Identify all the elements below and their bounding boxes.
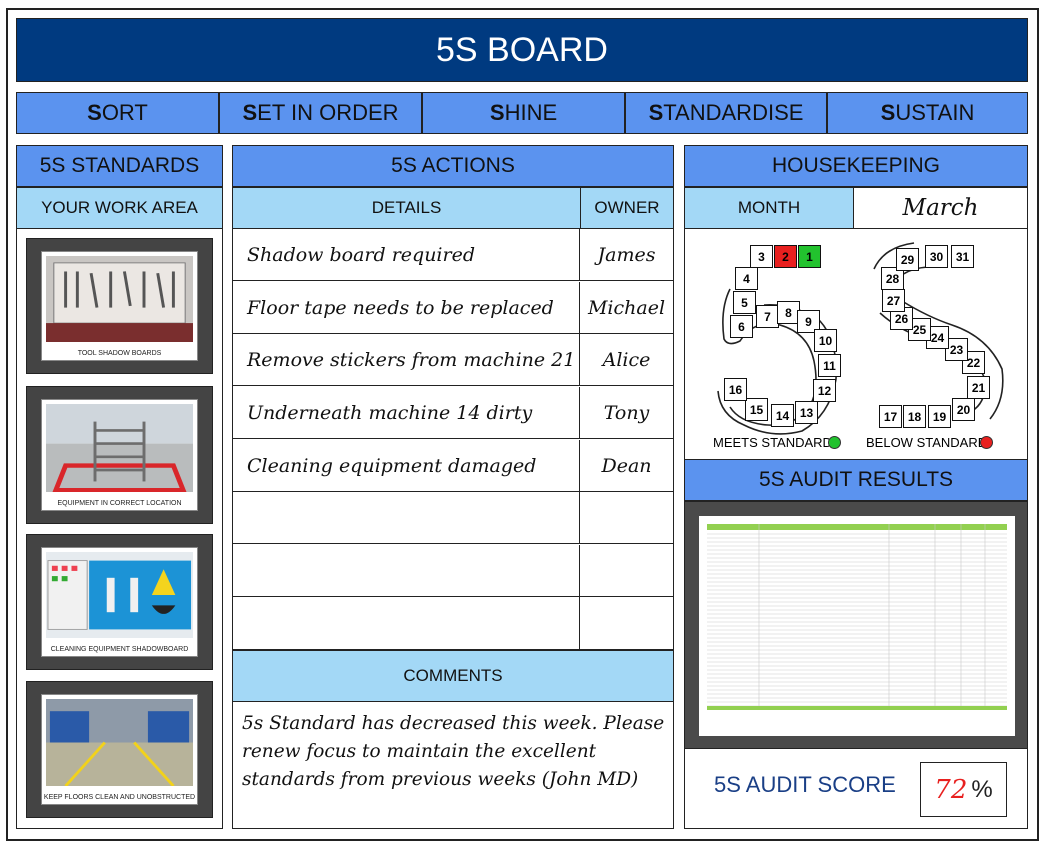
day-square-12[interactable]: 12	[813, 379, 836, 402]
legend-below-standard: BELOW STANDARD	[866, 435, 988, 450]
cleaning-shadowboard-image	[46, 552, 193, 638]
photo-caption: EQUIPMENT IN CORRECT LOCATION	[57, 500, 182, 507]
audit-score-box[interactable]: 72 %	[920, 762, 1007, 817]
audit-score-unit: %	[971, 775, 993, 803]
audit-checklist-thumbnail[interactable]	[699, 516, 1015, 736]
day-square-15[interactable]: 15	[745, 398, 768, 421]
day-square-24[interactable]: 24	[926, 326, 949, 349]
day-square-9[interactable]: 9	[797, 310, 820, 333]
audit-results-header: 5S AUDIT RESULTS	[684, 459, 1028, 501]
day-square-19[interactable]: 19	[928, 405, 951, 428]
audit-score-value[interactable]: 72	[934, 774, 968, 805]
action-row[interactable]	[233, 597, 673, 650]
action-owner[interactable]: Tony	[603, 401, 650, 424]
day-square-14[interactable]: 14	[771, 404, 794, 427]
photo-cleaning-shadowboard: CLEANING EQUIPMENT SHADOWBOARD	[26, 534, 213, 670]
day-square-2[interactable]: 2	[774, 245, 797, 268]
comments-text[interactable]: 5s Standard has decreased this week. Ple…	[242, 713, 665, 790]
day-square-21[interactable]: 21	[967, 376, 990, 399]
action-row[interactable]	[233, 492, 673, 544]
photo-equipment-location: EQUIPMENT IN CORRECT LOCATION	[26, 386, 213, 524]
action-owner[interactable]	[580, 492, 673, 543]
day-square-22[interactable]: 22	[962, 351, 985, 374]
meets-standard-dot-icon	[828, 436, 841, 449]
action-details[interactable]: Underneath machine 14 dirty	[233, 387, 580, 438]
action-owner[interactable]: James	[597, 243, 656, 266]
action-row[interactable]: Floor tape needs to be replaced Michael	[233, 282, 673, 334]
actions-panel	[232, 145, 674, 829]
legend-meets-standard: MEETS STANDARD	[713, 435, 832, 450]
below-standard-dot-icon	[980, 436, 993, 449]
day-square-16[interactable]: 16	[724, 378, 747, 401]
owner-column-header: OWNER	[580, 187, 674, 229]
photo-caption: TOOL SHADOW BOARDS	[77, 350, 162, 357]
equipment-location-image	[46, 404, 193, 492]
action-owner[interactable]: Michael	[587, 296, 666, 319]
day-square-3[interactable]: 3	[750, 245, 773, 268]
work-area-subheader: YOUR WORK AREA	[16, 187, 223, 229]
action-details[interactable]: Remove stickers from machine 21	[233, 334, 580, 385]
day-square-4[interactable]: 4	[735, 267, 758, 290]
action-row[interactable]: Shadow board required James	[233, 229, 673, 281]
day-square-18[interactable]: 18	[903, 405, 926, 428]
housekeeping-header: HOUSEKEEPING	[684, 145, 1028, 187]
day-square-29[interactable]: 29	[896, 248, 919, 271]
action-owner[interactable]: Dean	[601, 454, 652, 477]
day-square-27[interactable]: 27	[882, 289, 905, 312]
day-square-5[interactable]: 5	[733, 291, 756, 314]
action-details[interactable]	[233, 545, 580, 596]
day-square-13[interactable]: 13	[795, 401, 818, 424]
action-owner[interactable]: Alice	[602, 348, 651, 371]
action-details[interactable]	[233, 597, 580, 649]
comments-header: COMMENTS	[232, 650, 674, 702]
action-row[interactable]: Underneath machine 14 dirty Tony	[233, 387, 673, 439]
action-details[interactable]: Cleaning equipment damaged	[233, 440, 580, 491]
photo-keep-floors-clean: KEEP FLOORS CLEAN AND UNOBSTRUCTED	[26, 681, 213, 818]
day-square-1[interactable]: 1	[798, 245, 821, 268]
standards-header: 5S STANDARDS	[16, 145, 223, 187]
photo-tool-shadow-boards: TOOL SHADOW BOARDS	[26, 238, 213, 374]
day-square-7[interactable]: 7	[756, 305, 779, 328]
day-square-17[interactable]: 17	[879, 405, 902, 428]
board-title: 5S BOARD	[16, 18, 1028, 82]
action-details[interactable]	[233, 492, 580, 543]
clean-floor-image	[46, 699, 193, 786]
details-column-header: DETAILS	[232, 187, 581, 229]
action-owner[interactable]	[580, 597, 673, 649]
day-square-23[interactable]: 23	[945, 338, 968, 361]
day-square-31[interactable]: 31	[951, 245, 974, 268]
day-square-10[interactable]: 10	[814, 329, 837, 352]
action-details[interactable]: Floor tape needs to be replaced	[233, 282, 580, 333]
action-details[interactable]: Shadow board required	[233, 229, 580, 280]
day-square-30[interactable]: 30	[925, 245, 948, 268]
action-owner[interactable]	[580, 545, 673, 596]
audit-score-label: 5S AUDIT SCORE	[714, 772, 896, 797]
action-row[interactable]: Remove stickers from machine 21 Alice	[233, 334, 673, 386]
month-value[interactable]: March	[853, 187, 1028, 229]
action-row[interactable]	[233, 545, 673, 597]
day-square-11[interactable]: 11	[818, 354, 841, 377]
action-row[interactable]: Cleaning equipment damaged Dean	[233, 440, 673, 492]
actions-header: 5S ACTIONS	[232, 145, 674, 187]
day-square-6[interactable]: 6	[730, 315, 753, 338]
month-label: MONTH	[684, 187, 854, 229]
photo-caption: CLEANING EQUIPMENT SHADOWBOARD	[50, 646, 189, 653]
photo-caption: KEEP FLOORS CLEAN AND UNOBSTRUCTED	[43, 794, 196, 801]
day-square-28[interactable]: 28	[881, 267, 904, 290]
day-square-20[interactable]: 20	[952, 398, 975, 421]
tool-shadow-board-image	[46, 256, 193, 342]
audit-checklist-panel	[684, 501, 1028, 749]
day-tracker-outline	[717, 242, 1004, 435]
